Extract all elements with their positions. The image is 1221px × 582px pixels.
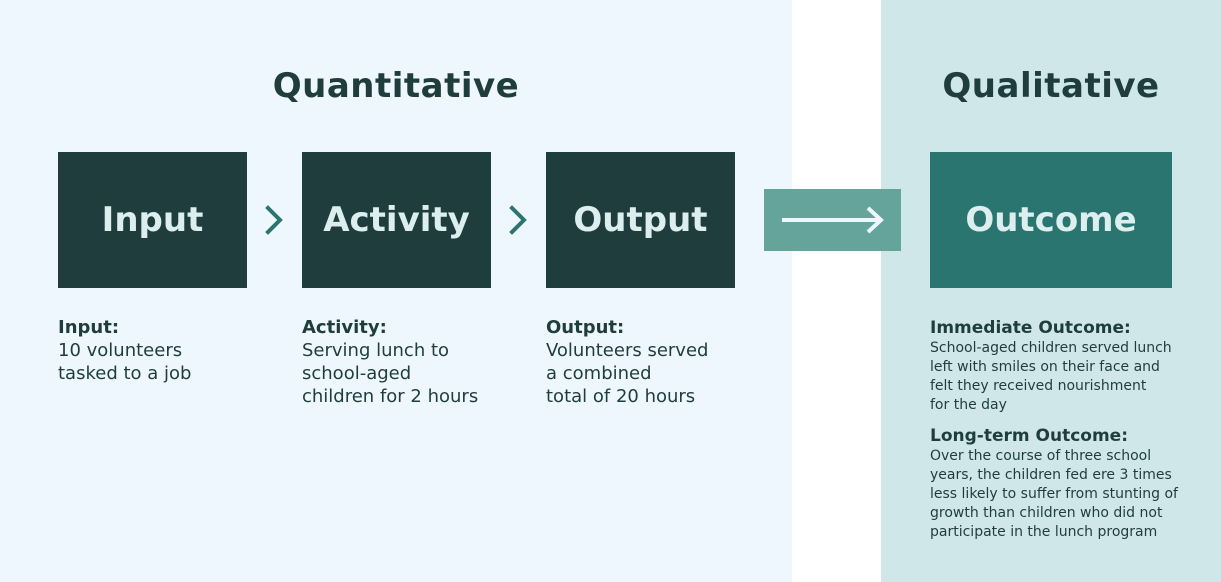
arrow-right-icon (782, 206, 884, 234)
input-description: Input: 10 volunteers tasked to a job (58, 316, 258, 385)
output-box: Output (546, 152, 735, 288)
qualitative-panel (881, 0, 1221, 582)
output-description-text: Volunteers served a combined total of 20… (546, 340, 709, 407)
activity-box: Activity (302, 152, 491, 288)
activity-description-title: Activity: (302, 317, 387, 338)
chevron-right-icon (265, 205, 283, 235)
chevron-right-icon (509, 205, 527, 235)
activity-description-text: Serving lunch to school-aged children fo… (302, 340, 479, 407)
immediate-outcome-description: Immediate Outcome: School-aged children … (930, 317, 1200, 415)
input-box: Input (58, 152, 247, 288)
quantitative-panel (0, 0, 792, 582)
transition-arrow-block (764, 189, 901, 251)
immediate-outcome-text: School-aged children served lunch left w… (930, 340, 1172, 413)
longterm-outcome-text: Over the course of three school years, t… (930, 448, 1178, 540)
longterm-outcome-title: Long-term Outcome: (930, 426, 1128, 446)
input-box-label: Input (101, 200, 204, 240)
input-description-title: Input: (58, 317, 120, 338)
input-description-text: 10 volunteers tasked to a job (58, 340, 192, 384)
outcome-box: Outcome (930, 152, 1172, 288)
immediate-outcome-title: Immediate Outcome: (930, 318, 1131, 338)
activity-description: Activity: Serving lunch to school-aged c… (302, 316, 512, 408)
output-description-title: Output: (546, 317, 625, 338)
qualitative-heading: Qualitative (942, 66, 1160, 106)
quantitative-heading: Quantitative (272, 66, 520, 106)
activity-box-label: Activity (323, 200, 470, 240)
longterm-outcome-description: Long-term Outcome: Over the course of th… (930, 425, 1200, 542)
output-description: Output: Volunteers served a combined tot… (546, 316, 746, 408)
outcome-box-label: Outcome (965, 200, 1137, 240)
output-box-label: Output (573, 200, 708, 240)
